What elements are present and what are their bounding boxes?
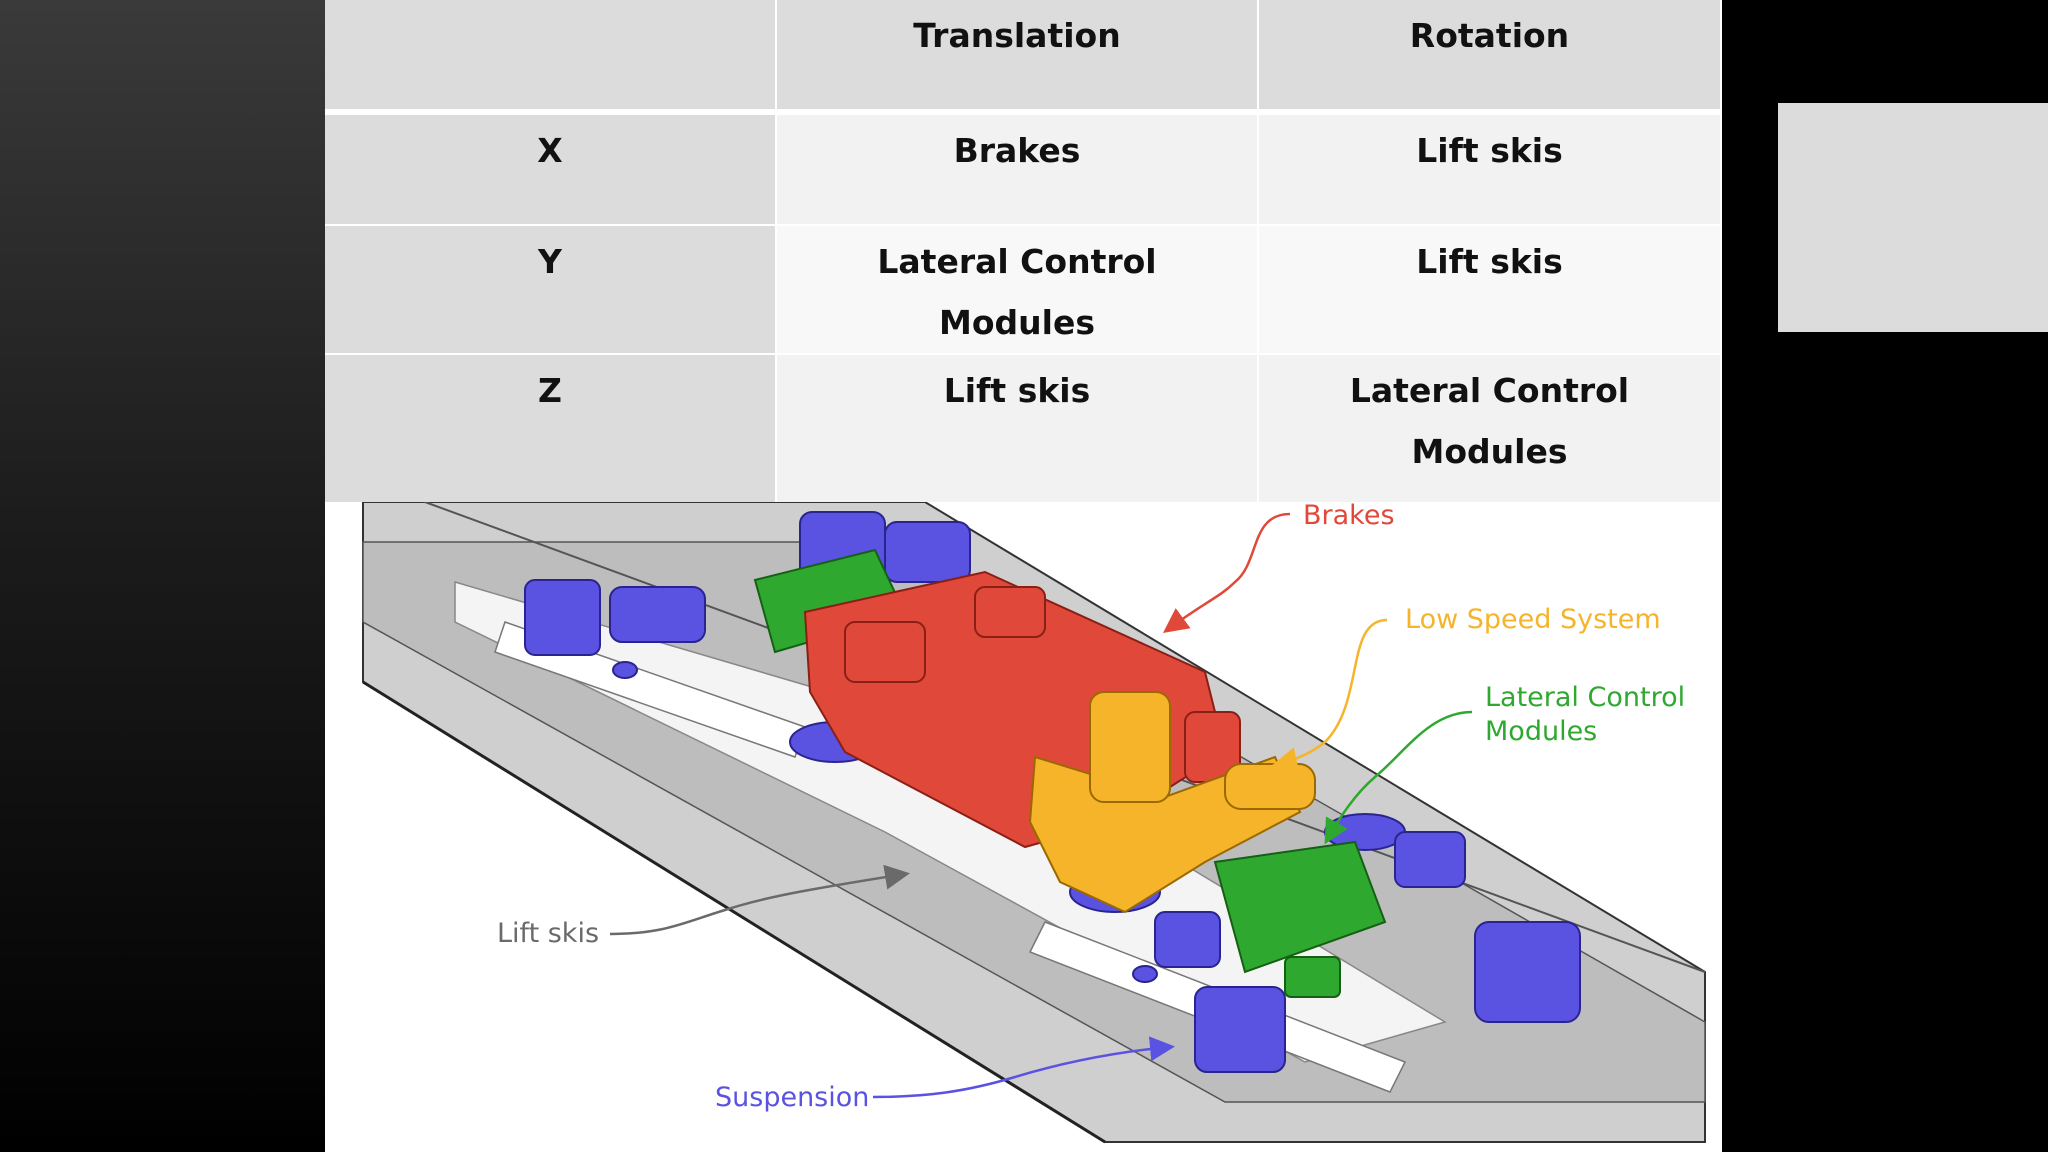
rotation-cell: Lift skis (1258, 112, 1722, 226)
suspension-block (1474, 921, 1581, 1023)
low-speed-system-group (1028, 691, 1316, 914)
brakes-arrow (1162, 512, 1291, 633)
table-header-translation: Translation (776, 0, 1259, 115)
brake-cylinder (974, 586, 1046, 638)
pod-diagram-svg: Brakes Low Speed System Lateral Control … (362, 502, 1706, 1144)
table-header-blank (325, 0, 777, 115)
row-axis-label: Z (325, 354, 777, 517)
lateral-control-module (1284, 956, 1341, 998)
cell-text: Lift skis (1416, 242, 1563, 281)
pod-diagram: Brakes Low Speed System Lateral Control … (325, 502, 1722, 1152)
row-axis-label: Y (325, 225, 777, 355)
low-speed-system-label: Low Speed System (1405, 604, 1661, 635)
degrees-of-freedom-table: Translation Rotation X Brakes Lift skis … (325, 0, 1722, 517)
suspension-label: Suspension (715, 1082, 869, 1113)
cell-text: Lift skis (943, 371, 1091, 410)
rotation-cell: Lift skis (1258, 225, 1722, 355)
side-placeholder-box (1778, 103, 2048, 332)
table-header-rotation: Rotation (1258, 0, 1722, 115)
cell-text: Lift skis (1416, 131, 1563, 170)
suspension-block (609, 586, 706, 643)
lateral-control-label-line2: Modules (1485, 716, 1597, 747)
cell-text: Lateral Control Modules (1349, 371, 1630, 471)
suspension-arrow (872, 1036, 1175, 1099)
suspension-block (1394, 831, 1466, 888)
suspension-block (1194, 986, 1286, 1073)
translation-cell: Lift skis (776, 354, 1259, 517)
suspension-block (1154, 911, 1221, 968)
row-axis-label: X (325, 112, 777, 226)
table-row: Y Lateral Control Modules Lift skis (325, 225, 1722, 355)
translation-cell: Lateral Control Modules (776, 225, 1259, 355)
brakes-label: Brakes (1303, 502, 1395, 531)
suspension-block (884, 521, 971, 583)
track-edge-line (362, 680, 1106, 1144)
table-header-row: Translation Rotation (325, 0, 1722, 115)
brake-cylinder (844, 621, 926, 683)
suspension-puck (1132, 965, 1158, 983)
rotation-cell: Lateral Control Modules (1258, 354, 1722, 517)
lift-skis-label: Lift skis (497, 918, 599, 949)
cell-text: Lateral Control Modules (877, 242, 1157, 342)
table-row: Z Lift skis Lateral Control Modules (325, 354, 1722, 517)
lift-skis-arrow (609, 864, 910, 936)
table-row: X Brakes Lift skis (325, 112, 1722, 226)
cell-text: Brakes (953, 131, 1081, 170)
suspension-block (524, 579, 601, 656)
low-speed-cylinder (1224, 763, 1316, 810)
suspension-puck (612, 661, 638, 679)
slide-left-gradient (0, 0, 325, 1152)
translation-cell: Brakes (776, 112, 1259, 226)
lateral-control-label-line1: Lateral Control (1485, 682, 1685, 713)
lateral-control-group (753, 548, 1387, 998)
low-speed-cylinder (1089, 691, 1171, 803)
lateral-control-arrow (1324, 710, 1473, 845)
lateral-control-module (1213, 840, 1387, 974)
low-speed-arrow (1272, 618, 1388, 772)
